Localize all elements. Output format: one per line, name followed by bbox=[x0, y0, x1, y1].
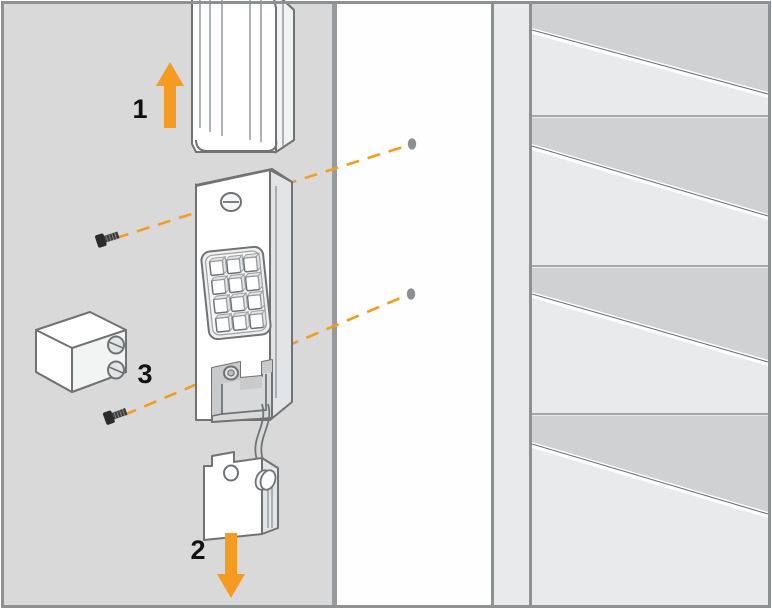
jamb-edge-line bbox=[491, 4, 494, 605]
step-1-indicator: 1 bbox=[132, 62, 184, 128]
wall-anchor-lower bbox=[406, 288, 416, 300]
door-panel-4 bbox=[531, 413, 768, 518]
key bbox=[214, 316, 231, 333]
key bbox=[212, 297, 229, 314]
flip-lid-cover bbox=[191, 0, 295, 154]
key bbox=[229, 295, 246, 313]
leader-upper bbox=[115, 144, 407, 240]
battery-terminals bbox=[107, 335, 125, 380]
step-2-indicator: 2 bbox=[190, 533, 245, 598]
arrow-down-icon bbox=[217, 533, 245, 598]
door-panel-2 bbox=[531, 115, 768, 220]
lock-keyhole-icon bbox=[220, 192, 242, 212]
leader-lines-group bbox=[115, 138, 417, 417]
jamb-band bbox=[337, 4, 492, 605]
key bbox=[225, 257, 242, 275]
wall-anchor-upper bbox=[407, 138, 417, 150]
key bbox=[208, 259, 225, 277]
mounting-screw-upper bbox=[95, 231, 120, 248]
key bbox=[244, 274, 261, 292]
key bbox=[210, 278, 227, 296]
leader-lower bbox=[123, 294, 406, 417]
step-2-label: 2 bbox=[190, 535, 205, 565]
arrow-up-icon bbox=[156, 62, 184, 128]
key bbox=[242, 256, 259, 273]
key bbox=[227, 276, 244, 294]
tether-grommet bbox=[254, 469, 277, 491]
flip-lid-ribs bbox=[199, 0, 284, 146]
nine-volt-battery bbox=[35, 311, 127, 393]
wall-edge-line bbox=[332, 4, 337, 605]
door-panels bbox=[531, 4, 768, 518]
trim-edge-line bbox=[529, 4, 532, 605]
key bbox=[231, 314, 248, 332]
keypad-housing bbox=[195, 168, 293, 423]
battery-cover bbox=[203, 451, 279, 541]
cover-hole bbox=[223, 464, 239, 482]
mounting-screw-lower bbox=[102, 408, 128, 425]
door-panel-1 bbox=[531, 4, 768, 98]
door-panel-3 bbox=[531, 265, 768, 366]
key bbox=[248, 312, 265, 330]
keypad-keys bbox=[208, 252, 267, 333]
step-3-label: 3 bbox=[137, 359, 152, 389]
battery-compartment bbox=[211, 359, 273, 423]
trim-band bbox=[494, 4, 530, 605]
step-1-label: 1 bbox=[132, 94, 147, 124]
key bbox=[246, 293, 263, 311]
